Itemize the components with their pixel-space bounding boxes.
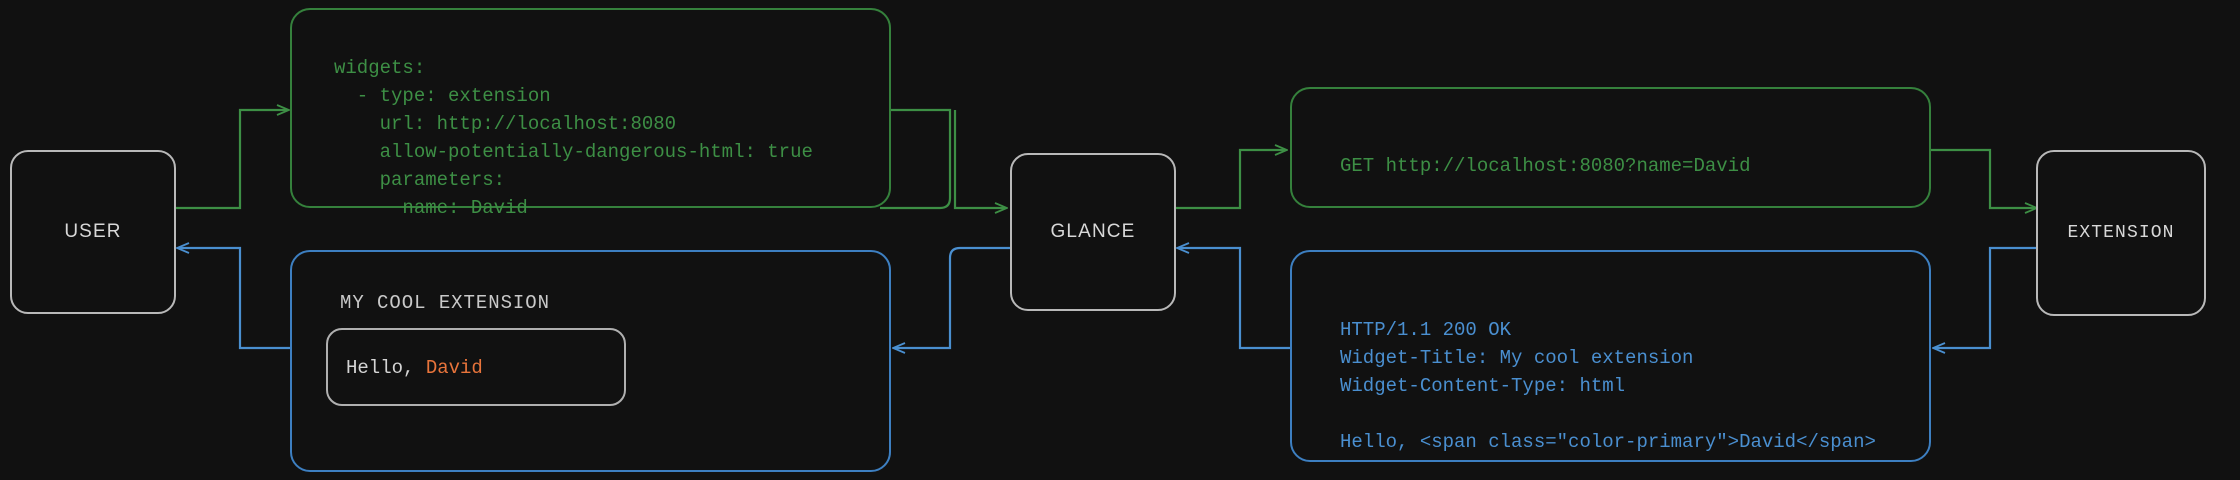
http-request-code: GET http://localhost:8080?name=David bbox=[1340, 155, 1751, 177]
node-glance[interactable]: GLANCE bbox=[1010, 153, 1176, 311]
wire-user-to-config bbox=[172, 110, 288, 210]
panel-yaml-config: widgets: - type: extension url: http://l… bbox=[290, 8, 891, 219]
widget-preview-title: MY COOL EXTENSION bbox=[340, 292, 550, 314]
http-response-code: HTTP/1.1 200 OK Widget-Title: My cool ex… bbox=[1340, 319, 1876, 453]
wire-extension-to-response bbox=[1934, 246, 2036, 348]
node-extension-label: EXTENSION bbox=[2067, 223, 2175, 243]
widget-preview-greeting: Hello, bbox=[346, 357, 426, 379]
wire-response-to-glance bbox=[1178, 248, 1290, 350]
panel-http-request: GET http://localhost:8080?name=David bbox=[1290, 87, 1931, 208]
node-user-label: USER bbox=[64, 221, 122, 242]
widget-preview-card: Hello, David bbox=[326, 328, 626, 406]
widget-preview-name: David bbox=[425, 357, 483, 379]
wire-glance-to-request bbox=[1172, 150, 1286, 210]
wire-config-glance-entry bbox=[953, 110, 1006, 208]
node-extension[interactable]: EXTENSION bbox=[2036, 150, 2206, 316]
panel-http-response: HTTP/1.1 200 OK Widget-Title: My cool ex… bbox=[1290, 250, 1931, 462]
panel-widget-preview: MY COOL EXTENSION Hello, David bbox=[290, 250, 891, 472]
node-glance-label: GLANCE bbox=[1050, 221, 1136, 242]
wire-request-to-extension bbox=[1931, 148, 2036, 208]
wire-glance-to-widget bbox=[894, 246, 1010, 348]
yaml-config-code: widgets: - type: extension url: http://l… bbox=[334, 57, 813, 219]
wire-widget-to-user bbox=[178, 248, 290, 350]
node-user[interactable]: USER bbox=[10, 150, 176, 314]
widget-preview-body: Hello, David bbox=[346, 357, 483, 379]
